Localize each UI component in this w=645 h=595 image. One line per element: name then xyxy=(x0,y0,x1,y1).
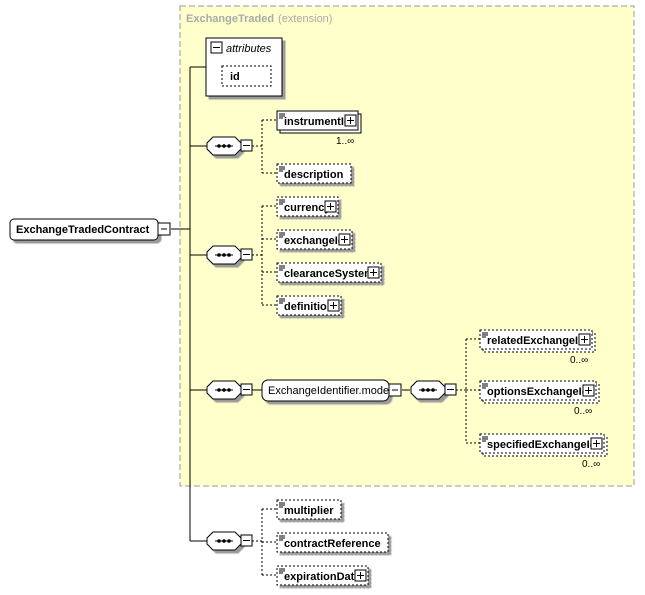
expand-icon[interactable] xyxy=(582,384,595,397)
sequence-compositor[interactable] xyxy=(206,531,253,551)
sequence-compositor[interactable] xyxy=(206,380,253,400)
element-label: definition xyxy=(284,301,334,313)
cardinality-label: 0..∞ xyxy=(582,459,600,470)
sequence-compositor[interactable] xyxy=(206,245,253,265)
cardinality-label: 1..∞ xyxy=(336,136,354,147)
content-marker-icon xyxy=(482,383,488,389)
element-nodes: instrumentId 1..∞ description currency excha… xyxy=(276,110,608,586)
element-description[interactable]: description xyxy=(276,163,352,184)
expand-icon[interactable] xyxy=(344,114,357,127)
content-marker-icon xyxy=(279,232,285,238)
element-label: relatedExchangeId xyxy=(487,335,585,347)
element-exchange-id[interactable]: exchangeId xyxy=(276,229,353,250)
model-group-label: ExchangeIdentifier.model xyxy=(268,385,392,397)
element-label: multiplier xyxy=(284,505,334,517)
expand-icon[interactable] xyxy=(338,233,351,246)
content-marker-icon xyxy=(279,113,285,119)
content-marker-icon xyxy=(279,265,285,271)
element-label: instrumentId xyxy=(284,116,351,128)
root-element[interactable]: ExchangeTradedContract xyxy=(9,218,171,241)
element-definition[interactable]: definition xyxy=(276,295,342,316)
model-group-reference[interactable]: ExchangeIdentifier.model xyxy=(261,379,402,402)
extension-suffix-label: (extension) xyxy=(278,13,332,25)
expand-icon[interactable] xyxy=(354,569,367,582)
attributes-title: attributes xyxy=(226,43,272,55)
element-multiplier[interactable]: multiplier xyxy=(276,499,342,520)
attributes-collapse-icon[interactable] xyxy=(210,41,223,54)
content-marker-icon xyxy=(279,535,285,541)
cardinality-label: 0..∞ xyxy=(570,355,588,366)
expand-icon[interactable] xyxy=(367,266,380,279)
content-marker-icon xyxy=(279,298,285,304)
element-related-exchange-id[interactable]: relatedExchangeId 0..∞ xyxy=(479,329,596,366)
element-label: currency xyxy=(284,202,331,214)
element-instrument-id[interactable]: instrumentId 1..∞ xyxy=(276,110,362,147)
expand-icon[interactable] xyxy=(590,437,603,450)
expand-icon[interactable] xyxy=(324,200,337,213)
dotted-connectors xyxy=(252,119,480,576)
content-marker-icon xyxy=(279,199,285,205)
expand-icon[interactable] xyxy=(578,333,591,346)
element-contract-reference[interactable]: contractReference xyxy=(276,532,389,553)
element-clearance-system[interactable]: clearanceSystem xyxy=(276,262,382,283)
element-label: exchangeId xyxy=(284,235,345,247)
expand-icon[interactable] xyxy=(327,299,340,312)
content-marker-icon xyxy=(482,436,488,442)
element-expiration-date[interactable]: expirationDate xyxy=(276,565,369,586)
element-label: clearanceSystem xyxy=(284,268,374,280)
collapse-icon[interactable] xyxy=(388,383,402,397)
element-label: contractReference xyxy=(284,538,381,550)
extension-base-label: ExchangeTraded xyxy=(186,13,274,25)
element-currency[interactable]: currency xyxy=(276,196,339,217)
content-marker-icon xyxy=(482,332,488,338)
attribute-id[interactable]: id xyxy=(230,71,240,83)
collapse-icon[interactable] xyxy=(157,222,171,236)
root-element-label: ExchangeTradedContract xyxy=(16,224,150,236)
content-marker-icon xyxy=(279,502,285,508)
element-label: specifiedExchangeId xyxy=(487,439,596,451)
content-marker-icon xyxy=(279,166,285,172)
svg-text:ExchangeTraded(extension): ExchangeTraded (extension) xyxy=(186,13,332,25)
connector-lines xyxy=(171,66,410,542)
element-label: optionsExchangeId xyxy=(487,386,588,398)
element-label: expirationDate xyxy=(284,571,360,583)
cardinality-label: 0..∞ xyxy=(574,406,592,417)
content-marker-icon xyxy=(279,568,285,574)
sequence-compositor[interactable] xyxy=(410,380,457,400)
attributes-box: attributes id xyxy=(205,37,283,97)
element-specified-exchange-id[interactable]: specifiedExchangeId 0..∞ xyxy=(479,433,608,470)
element-label: description xyxy=(284,169,344,181)
element-options-exchange-id[interactable]: optionsExchangeId 0..∞ xyxy=(479,380,600,417)
sequence-compositor[interactable] xyxy=(206,136,253,156)
